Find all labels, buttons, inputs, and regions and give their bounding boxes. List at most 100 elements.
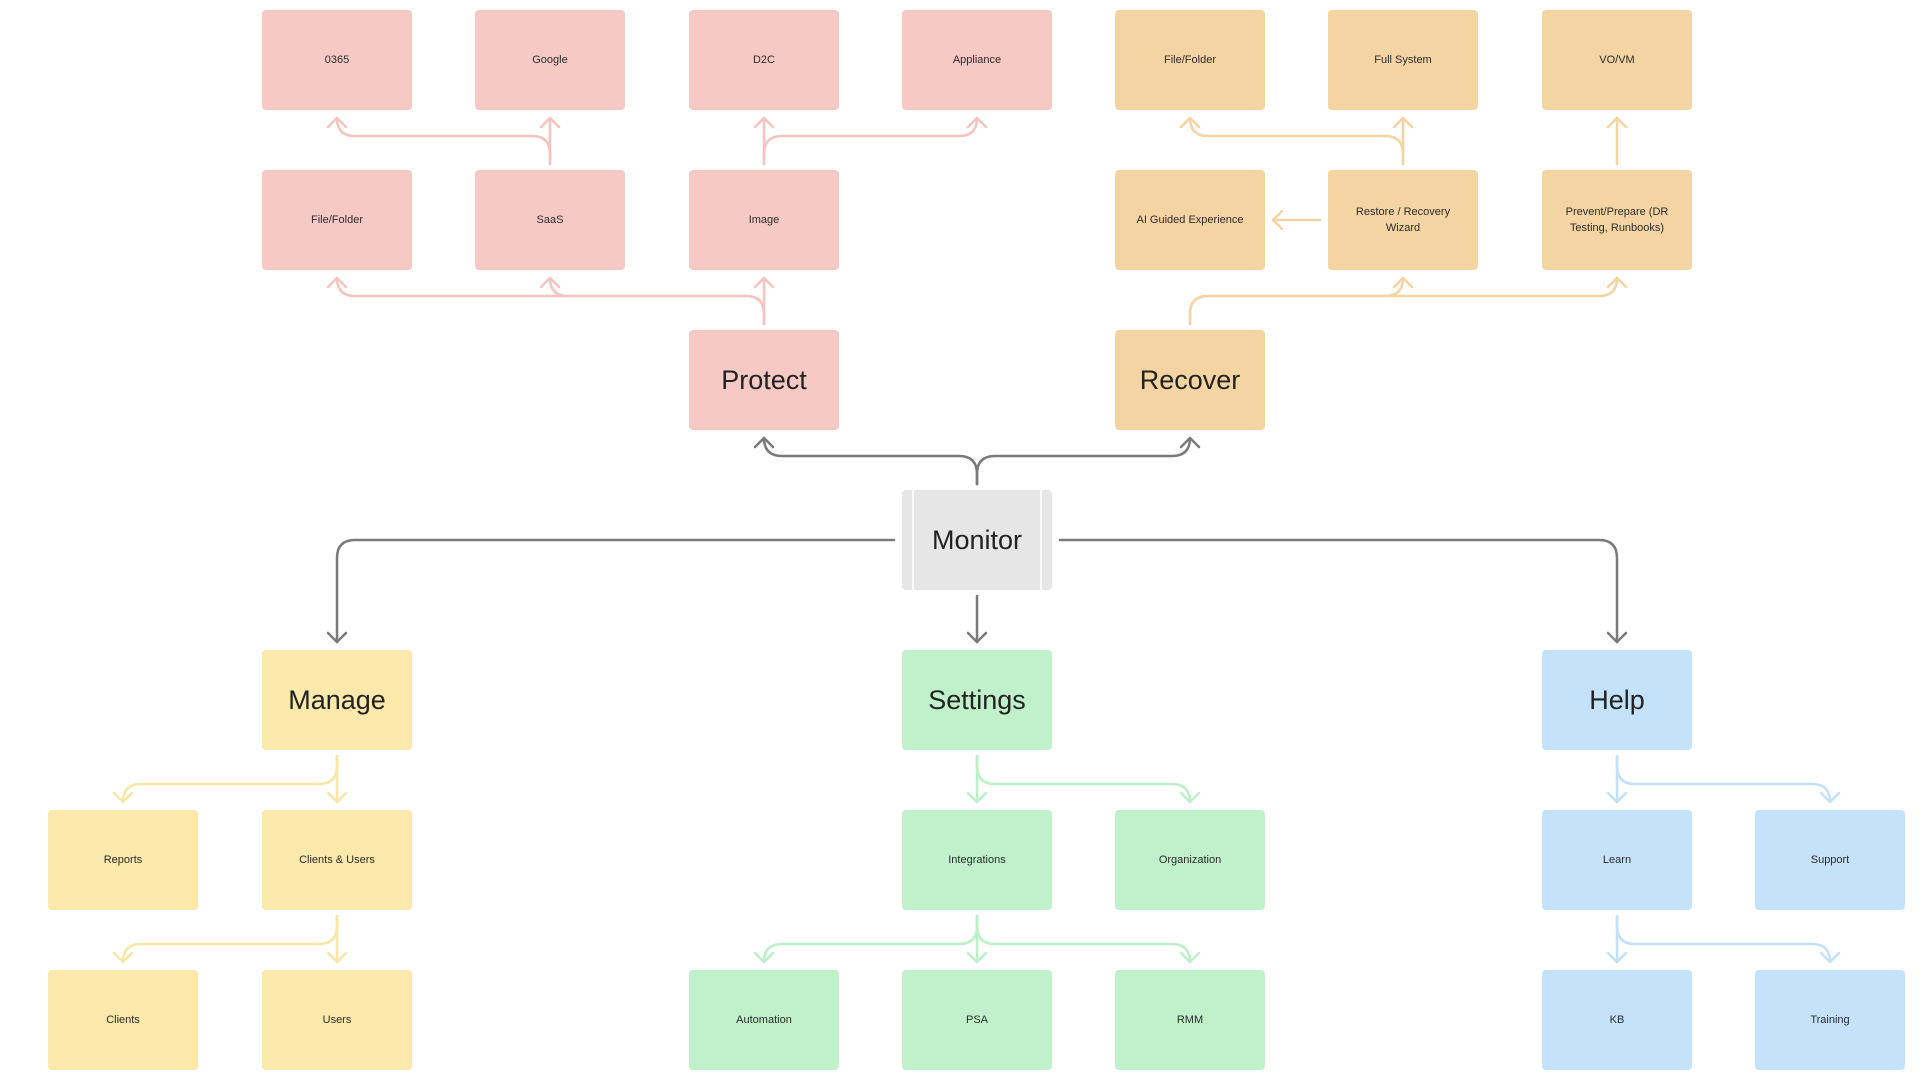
arrowhead-icon [1392,116,1414,129]
arrowhead-icon [1606,276,1628,289]
arrowhead-icon [326,116,348,129]
node-label: File/Folder [1164,54,1216,66]
node-recover-ai-guided-experience[interactable]: AI Guided Experience [1115,170,1265,270]
arrowhead-icon [966,791,988,804]
node-help-support[interactable]: Support [1755,810,1905,910]
connector-m-clientsusers-to-m-clients [121,914,339,964]
node-label: Appliance [952,54,1002,66]
arrowhead-icon [326,631,348,644]
node-label: Learn [1602,854,1632,866]
node-protect[interactable]: Protect [689,330,839,430]
node-label: Restore / Recovery Wizard [1355,206,1451,234]
node-label: KB [1609,1014,1625,1026]
node-recover[interactable]: Recover [1115,330,1265,430]
arrowhead-icon [112,791,134,804]
node-protect-saas[interactable]: SaaS [475,170,625,270]
arrowhead-icon [1271,209,1284,231]
node-manage-users[interactable]: Users [262,970,412,1070]
arrowhead-icon [1606,791,1628,804]
arrowhead-icon [326,791,348,804]
node-help-kb[interactable]: KB [1542,970,1692,1070]
arrowhead-icon [753,276,775,289]
arrowhead-icon [753,436,775,449]
node-label: File/Folder [311,214,363,226]
node-recover-prevent-prepare[interactable]: Prevent/Prepare (DR Testing, Runbooks) [1542,170,1692,270]
connector-manage-to-m-reports [121,754,339,804]
connector-recover-to-r-prevent [1188,276,1619,326]
node-help[interactable]: Help [1542,650,1692,750]
node-label: Organization [1158,854,1222,866]
node-label: AI Guided Experience [1136,214,1244,226]
node-manage-clients-users[interactable]: Clients & Users [262,810,412,910]
node-settings-automation[interactable]: Automation [689,970,839,1070]
node-protect-appliance[interactable]: Appliance [902,10,1052,110]
node-manage[interactable]: Manage [262,650,412,750]
arrowhead-icon [1606,116,1628,129]
arrowhead-icon [539,116,561,129]
connector-help-to-h-support [1615,754,1832,804]
node-label: Settings [928,685,1026,715]
arrowhead-icon [112,951,134,964]
node-label: Recover [1139,365,1241,395]
node-help-learn[interactable]: Learn [1542,810,1692,910]
node-label: Automation [736,1014,792,1026]
arrowhead-icon [966,631,988,644]
node-label: Support [1810,854,1850,866]
connector-monitor-to-recover [975,436,1192,486]
node-protect-google[interactable]: Google [475,10,625,110]
arrowhead-icon [1179,951,1201,964]
connector-p-image-to-p-appliance [762,116,979,166]
node-recover-full-system[interactable]: Full System [1328,10,1478,110]
node-settings-integrations[interactable]: Integrations [902,810,1052,910]
connector-s-integrations-to-s-automation [762,914,979,964]
node-recover-file-folder[interactable]: File/Folder [1115,10,1265,110]
node-protect-image[interactable]: Image [689,170,839,270]
node-label: D2C [752,54,775,66]
arrowhead-icon [326,951,348,964]
node-protect-file-folder[interactable]: File/Folder [262,170,412,270]
node-label: Monitor [931,525,1023,555]
arrowhead-icon [966,116,988,129]
node-settings-organization[interactable]: Organization [1115,810,1265,910]
node-label: 0365 [324,54,350,66]
node-label: Image [748,214,780,226]
connector-h-learn-to-h-training [1615,914,1832,964]
connector-monitor-to-help [1058,538,1619,644]
arrowhead-icon [753,116,775,129]
arrowhead-icon [966,951,988,964]
node-protect-o365[interactable]: 0365 [262,10,412,110]
arrowhead-icon [753,951,775,964]
arrowhead-icon [1819,951,1841,964]
node-manage-clients[interactable]: Clients [48,970,198,1070]
arrowhead-icon [1819,791,1841,804]
connector-monitor-to-manage [335,538,896,644]
node-monitor[interactable]: Monitor [902,490,1052,590]
node-protect-d2c[interactable]: D2C [689,10,839,110]
node-settings[interactable]: Settings [902,650,1052,750]
node-help-training[interactable]: Training [1755,970,1905,1070]
node-label: Full System [1374,54,1432,66]
node-label: Prevent/Prepare (DR Testing, Runbooks) [1565,206,1669,234]
node-label: Training [1810,1014,1850,1026]
arrowhead-icon [1179,791,1201,804]
arrowhead-icon [539,276,561,289]
node-label: Integrations [948,854,1006,866]
node-label: Help [1589,685,1645,715]
node-settings-psa[interactable]: PSA [902,970,1052,1070]
connector-r-wizard-to-r-filefolder [1188,116,1405,166]
node-recover-vo-vm[interactable]: VO/VM [1542,10,1692,110]
arrowhead-icon [1606,951,1628,964]
arrowhead-icon [1392,276,1414,289]
node-label: Google [532,54,568,66]
node-label: RMM [1176,1014,1204,1026]
node-recover-restore-wizard[interactable]: Restore / Recovery Wizard [1328,170,1478,270]
node-manage-reports[interactable]: Reports [48,810,198,910]
node-label: Protect [721,365,807,395]
connector-recover-to-r-wizard [1188,276,1405,326]
arrowhead-icon [326,276,348,289]
node-label: Clients [106,1014,140,1026]
arrowhead-icon [1606,631,1628,644]
connector-monitor-to-protect [762,436,979,486]
node-settings-rmm[interactable]: RMM [1115,970,1265,1070]
